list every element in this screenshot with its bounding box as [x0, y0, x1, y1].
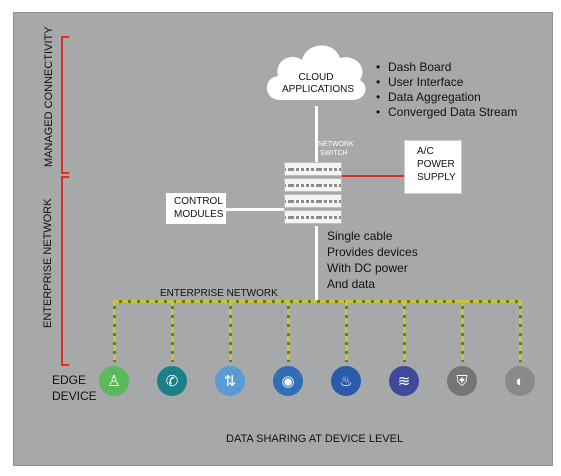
camera-icon: ◐ — [505, 366, 535, 396]
network-switch-label-line2: SWITCH — [320, 150, 348, 157]
device-glyph: ♙ — [107, 372, 121, 390]
power-supply-line1: A/C — [417, 146, 434, 157]
cable-note-line1: Single cable — [327, 229, 393, 243]
enterprise-network-bus-label: ENTERPRISE NETWORK — [160, 288, 278, 299]
switch-unit — [284, 178, 342, 192]
heater-icon: ≋ — [389, 366, 419, 396]
bus-drop — [345, 300, 348, 362]
cable-note-line4: And data — [327, 277, 376, 291]
power-supply-line3: SUPPLY — [417, 172, 456, 183]
bus-drop — [229, 300, 232, 362]
device-glyph: ⇅ — [223, 372, 237, 390]
feature-item: Dash Board — [376, 60, 517, 75]
device-glyph: ✆ — [165, 372, 179, 390]
cloud-features-list: Dash Board User Interface Data Aggregati… — [376, 60, 517, 120]
network-switch-stack — [284, 162, 342, 226]
cloud-label-line1: CLOUD — [298, 72, 334, 83]
bus-drop — [461, 300, 464, 362]
managed-connectivity-bracket — [61, 36, 69, 174]
switch-unit — [284, 194, 342, 208]
control-modules-line1: CONTROL — [174, 196, 223, 207]
bus-drop — [519, 300, 522, 362]
flame-icon: ♨ — [331, 366, 361, 396]
cloud-icon — [266, 45, 366, 100]
shield-icon: ⛨ — [447, 366, 477, 396]
bus-drop — [403, 300, 406, 362]
managed-connectivity-label: MANAGED CONNECTIVITY — [43, 26, 55, 167]
power-link — [342, 175, 404, 177]
device-glyph: ◉ — [281, 372, 295, 390]
phone-icon: ✆ — [157, 366, 187, 396]
bus-drop — [113, 300, 116, 362]
enterprise-network-bracket — [61, 176, 69, 366]
feature-item: Data Aggregation — [376, 90, 517, 105]
power-supply-box — [404, 140, 462, 194]
cable-note-line2: Provides devices — [327, 245, 418, 259]
edge-device-label-line1: EDGE — [52, 373, 87, 387]
cloud-label-line2: APPLICATIONS — [282, 84, 355, 95]
switch-unit — [284, 210, 342, 224]
device-glyph: ♨ — [339, 372, 353, 390]
bus-drop — [287, 300, 290, 362]
switch-unit — [284, 162, 342, 176]
cloud-to-switch-link — [315, 106, 318, 162]
enterprise-network-vertical-label: ENTERPRISE NETWORK — [42, 198, 54, 328]
cable-note-line3: With DC power — [327, 261, 408, 275]
footer-label: DATA SHARING AT DEVICE LEVEL — [226, 433, 404, 445]
access-control-icon: ⇅ — [215, 366, 245, 396]
feature-item: User Interface — [376, 75, 517, 90]
control-modules-box — [166, 193, 226, 224]
network-switch-label-line1: NETWORK — [318, 141, 354, 148]
edge-device-label-line2: DEVICE — [52, 389, 97, 403]
person-icon: ♙ — [99, 366, 129, 396]
device-glyph: ◐ — [515, 372, 525, 390]
device-glyph: ⛨ — [456, 372, 468, 390]
enterprise-network-bus — [113, 300, 522, 303]
feature-item: Converged Data Stream — [376, 105, 517, 120]
control-modules-line2: MODULES — [174, 209, 224, 220]
power-supply-line2: POWER — [417, 159, 455, 170]
device-glyph: ≋ — [397, 372, 411, 390]
control-to-switch-link — [226, 208, 284, 211]
switch-to-bus-link — [315, 226, 318, 301]
wifi-icon: ◉ — [273, 366, 303, 396]
bus-drop — [171, 300, 174, 362]
